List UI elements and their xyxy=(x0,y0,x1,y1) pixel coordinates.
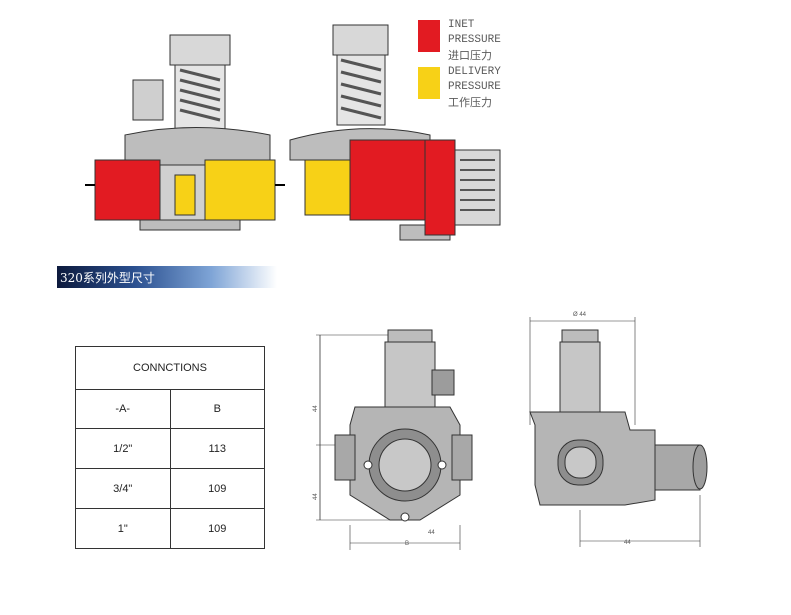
legend-label-delivery-en: DELIVERY PRESSURE xyxy=(448,66,501,93)
table-row: 1/2" 113 xyxy=(75,428,265,469)
table-cell-b: 109 xyxy=(169,508,265,549)
front-bottom-b-label: B xyxy=(405,541,410,547)
section-banner: 320系列外型尺寸 xyxy=(57,266,277,288)
table-cell-b: 109 xyxy=(169,468,265,509)
table-cell-a: 3/4" xyxy=(75,468,171,509)
front-height-lower-label: 44 xyxy=(313,493,319,500)
regulator-cross-section-right xyxy=(289,24,501,241)
table-cell-b: 113 xyxy=(169,428,265,469)
table-title: CONNCTIONS xyxy=(75,346,265,390)
section-title: 320系列外型尺寸 xyxy=(60,271,155,285)
legend-label-inlet-zh: 进口压力 xyxy=(448,49,492,62)
table-cell-a: 1" xyxy=(75,508,171,549)
side-bottom-width-label: 44 xyxy=(624,540,631,546)
regulator-cross-section-left xyxy=(85,34,285,231)
legend-label-delivery-zh: 工作压力 xyxy=(448,96,492,109)
front-bottom-width-label: 44 xyxy=(428,530,435,536)
table-header-a: -A- xyxy=(75,389,171,429)
connections-table: CONNCTIONS -A- B 1/2" 113 3/4" 109 1" 10… xyxy=(75,346,265,549)
legend-swatch-delivery xyxy=(418,67,440,99)
table-cell-a: 1/2" xyxy=(75,428,171,469)
legend-label-inlet-en: INET PRESSURE xyxy=(448,19,501,46)
front-height-upper-label: 44 xyxy=(313,405,319,412)
front-view-drawing xyxy=(316,329,473,550)
table-header-b: B xyxy=(169,389,265,429)
legend-swatch-inlet xyxy=(418,20,440,52)
side-top-diameter-label: Ø 44 xyxy=(573,312,587,318)
table-row: 1" 109 xyxy=(75,508,265,549)
side-view-drawing xyxy=(529,317,708,547)
table-row: 3/4" 109 xyxy=(75,468,265,509)
